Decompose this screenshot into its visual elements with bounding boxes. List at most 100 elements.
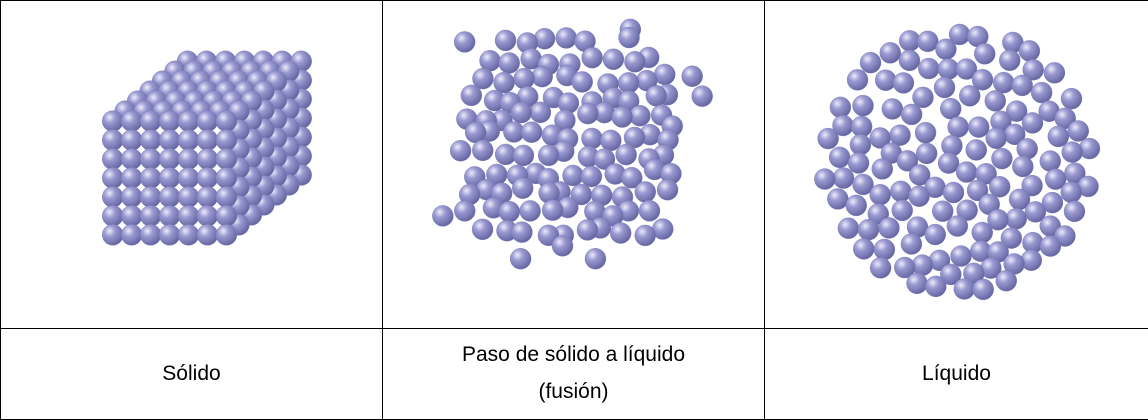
solid-particle: [197, 130, 218, 151]
melting-particle: [646, 85, 667, 106]
melting-particle: [657, 179, 678, 200]
solid-particle: [102, 130, 123, 151]
solid-particle: [102, 149, 123, 170]
solid-particle: [178, 130, 199, 151]
melting-particle: [572, 71, 593, 92]
melting-particle: [499, 201, 520, 222]
solid-particle: [178, 224, 199, 245]
solid-particle: [178, 167, 199, 188]
liquid-particle: [954, 279, 975, 300]
solid-particle: [159, 149, 180, 170]
liquid-particle: [901, 104, 922, 125]
solid-particle: [121, 224, 142, 245]
liquid-particle: [916, 143, 937, 164]
melting-particle: [542, 200, 563, 221]
melting-particle: [494, 72, 515, 93]
liquid-particle: [986, 128, 1007, 149]
solid-particle: [216, 130, 237, 151]
liquid-particle: [1040, 151, 1061, 172]
solid-particle: [102, 186, 123, 207]
melting-particle: [499, 52, 520, 73]
liquid-particle: [1012, 75, 1033, 96]
solid-particle: [159, 186, 180, 207]
liquid-particle: [915, 122, 936, 143]
melting-particle: [619, 27, 640, 48]
solid-particle: [197, 205, 218, 226]
liquid-particle: [925, 224, 946, 245]
liquid-particle: [879, 217, 900, 238]
melting-particle: [432, 205, 453, 226]
liquid-particle: [890, 125, 911, 146]
solid-particle: [216, 186, 237, 207]
solid-particle: [197, 224, 218, 245]
solid-particles-illustration: [1, 1, 382, 328]
melting-particle: [513, 145, 534, 166]
liquid-particle: [935, 39, 956, 60]
liquid-particle: [947, 216, 968, 237]
melting-particle: [563, 165, 584, 186]
solid-particle: [121, 111, 142, 132]
melting-particles-illustration: [383, 1, 764, 328]
liquid-particle: [880, 42, 901, 63]
solid-particle: [102, 224, 123, 245]
liquid-particle: [860, 52, 881, 73]
solid-particle: [216, 111, 237, 132]
liquid-particle: [996, 270, 1017, 291]
liquid-particle: [907, 273, 928, 294]
liquid-particle: [925, 276, 946, 297]
solid-particle: [216, 205, 237, 226]
melting-particle: [603, 49, 624, 70]
solid-particle: [121, 205, 142, 226]
liquid-particle: [973, 279, 994, 300]
liquid-particle: [1019, 40, 1040, 61]
solid-particle: [216, 224, 237, 245]
liquid-particle: [991, 148, 1012, 169]
melting-particle: [582, 47, 603, 68]
melting-label: Paso de sólido a líquido: [383, 337, 764, 374]
melting-particle: [514, 68, 535, 89]
liquid-particle: [956, 162, 977, 183]
solid-particle: [140, 149, 161, 170]
melting-particle: [635, 225, 656, 246]
solid-particle: [140, 186, 161, 207]
melting-particle: [692, 86, 713, 107]
liquid-particle: [940, 98, 961, 119]
melting-particle: [454, 200, 475, 221]
solid-particle: [178, 149, 199, 170]
liquid-particle: [1061, 182, 1082, 203]
melting-particle: [532, 66, 553, 87]
melting-particle: [624, 51, 645, 72]
melting-particle: [610, 223, 631, 244]
liquid-particle: [853, 95, 874, 116]
liquid-particle: [833, 168, 854, 189]
melting-particle: [521, 122, 542, 143]
liquid-particle: [951, 246, 972, 267]
liquid-particle: [827, 188, 848, 209]
liquid-particle: [966, 139, 987, 160]
liquid-particle: [909, 186, 930, 207]
liquid-particle: [943, 182, 964, 203]
liquid-particle: [848, 153, 869, 174]
liquid-particle: [838, 218, 859, 239]
solid-particle: [197, 149, 218, 170]
solid-particle: [197, 167, 218, 188]
liquid-particle: [1064, 201, 1085, 222]
liquid-particle: [917, 31, 938, 52]
melting-particle: [510, 248, 531, 269]
melting-particle: [616, 144, 637, 165]
melting-particle: [556, 27, 577, 48]
liquid-particles-illustration: [765, 1, 1148, 328]
liquid-particle: [1068, 121, 1089, 142]
liquid-particle: [858, 219, 879, 240]
solid-particle: [140, 205, 161, 226]
melting-particle: [472, 140, 493, 161]
melting-particle: [682, 66, 703, 87]
solid-particle: [121, 167, 142, 188]
melting-particle: [577, 219, 598, 240]
liquid-particle: [850, 134, 871, 155]
liquid-particle: [1044, 62, 1065, 83]
melting-label-cell: Paso de sólido a líquido (fusión): [383, 329, 765, 420]
solid-particle: [140, 130, 161, 151]
solid-particle: [178, 186, 199, 207]
